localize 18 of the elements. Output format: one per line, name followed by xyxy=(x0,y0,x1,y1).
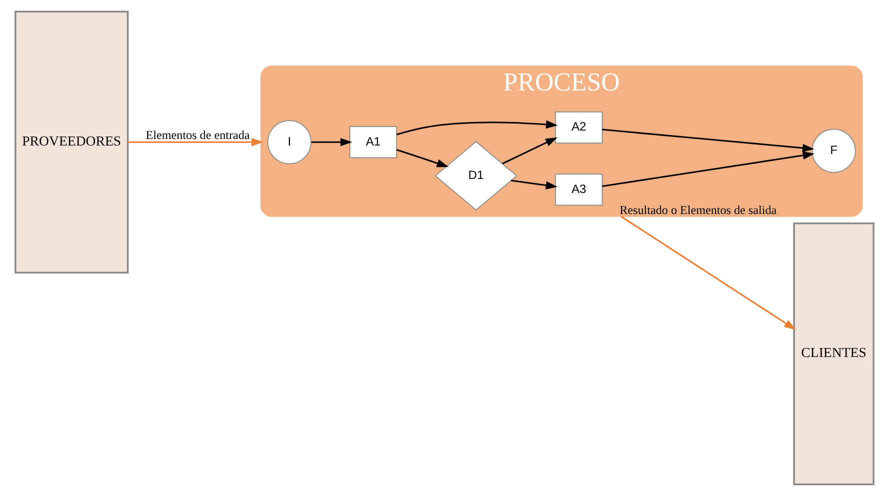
arrow xyxy=(396,120,558,136)
edge-label: Elementos de entrada xyxy=(145,128,250,142)
node-box: PROVEEDORES xyxy=(14,10,128,274)
node-circle: F xyxy=(811,128,856,173)
edge-label: Resultado o Elementos de salida xyxy=(619,203,776,218)
node-circle: I xyxy=(266,120,311,164)
node-box: A1 xyxy=(348,126,396,158)
node-box: A3 xyxy=(554,174,602,206)
arrow xyxy=(602,151,814,187)
arrow xyxy=(127,138,263,146)
arrow xyxy=(620,216,796,330)
node-box: CLIENTES xyxy=(792,222,874,486)
arrow xyxy=(396,148,448,168)
arrow xyxy=(502,137,557,164)
arrow xyxy=(510,180,558,190)
node-box: A2 xyxy=(554,111,602,144)
arrow xyxy=(310,138,352,146)
arrow xyxy=(602,128,814,152)
